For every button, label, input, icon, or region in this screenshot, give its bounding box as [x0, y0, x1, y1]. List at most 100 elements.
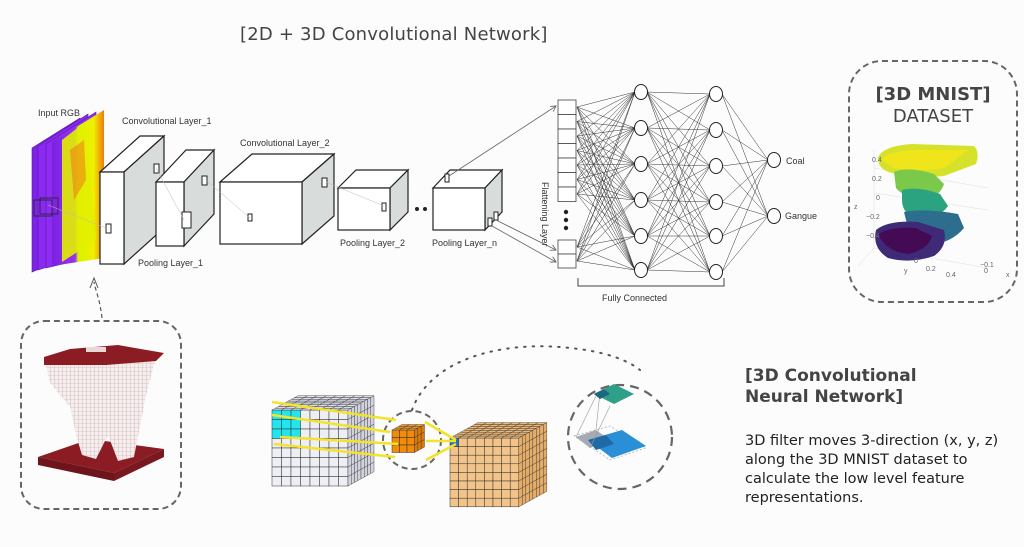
conv-layer-1-block	[98, 134, 166, 266]
y-tick: 0.4	[946, 272, 956, 279]
voxel-cell	[449, 454, 459, 465]
voxel-cell	[509, 437, 520, 447]
input-heat-hot	[70, 140, 86, 200]
voxel-cell	[501, 454, 511, 465]
voxel-cell-side	[351, 472, 355, 485]
voxel-cell	[501, 489, 511, 499]
flatten-cell	[557, 253, 577, 269]
flattening-layer	[557, 99, 577, 269]
conv-3d-illustration	[271, 345, 674, 508]
voxel-body	[44, 357, 156, 461]
fc-edge	[576, 179, 636, 271]
fc-edge	[576, 91, 636, 122]
x-tick: −0.1	[980, 262, 994, 269]
voxel-cell	[501, 463, 511, 473]
y-tick: 0	[914, 258, 918, 265]
kernel-zoom-circle	[566, 383, 674, 491]
voxel-cell	[475, 489, 485, 499]
voxel-cell-side	[357, 469, 362, 481]
voxel-cell	[501, 497, 511, 508]
flatten-ellipsis-dot	[563, 209, 569, 215]
voxel-cell	[484, 497, 494, 508]
label-input-rgb: Input RGB	[38, 108, 81, 118]
ellipsis-dot	[415, 207, 419, 211]
voxel-cell	[509, 489, 520, 499]
voxel-cell	[509, 480, 520, 490]
input-kernel-box	[33, 199, 53, 217]
voxel-cell	[458, 446, 468, 456]
voxel-cell-side	[518, 495, 523, 508]
voxel-cell-side	[364, 465, 368, 478]
voxel-cell	[328, 428, 339, 439]
voxel-cell-side	[536, 486, 540, 498]
voxel-cell-side	[354, 470, 358, 483]
fc-neuron	[709, 194, 723, 210]
voxel-cell	[484, 480, 494, 490]
voxel-cell	[484, 472, 494, 482]
z-axis-label: z	[854, 204, 858, 211]
fc-edge	[721, 159, 769, 167]
voxel-cell	[492, 454, 502, 465]
fc-connections	[576, 91, 769, 273]
voxel-cell-side	[414, 442, 419, 453]
voxel-cell	[449, 463, 459, 473]
voxel-cell	[271, 457, 282, 468]
voxel-cell	[406, 444, 415, 453]
fc-edge	[576, 199, 636, 262]
voxel-cell	[300, 457, 311, 468]
voxel-cell	[475, 454, 485, 465]
arrow-to-flatten	[495, 219, 556, 250]
voxel-cell	[338, 476, 349, 487]
voxel-cell	[309, 409, 320, 420]
fc-edge	[646, 235, 711, 273]
ellipsis-dot	[423, 207, 427, 211]
voxel-cell	[300, 466, 311, 477]
voxel-cell	[300, 476, 311, 487]
fc-neuron	[634, 262, 648, 278]
fc-edge	[576, 127, 636, 180]
voxel-cell-side	[347, 474, 352, 487]
dashed-connector	[93, 281, 103, 319]
mnist-panel-title: [3D MNIST] DATASET	[848, 84, 1018, 128]
voxel-cell	[449, 497, 459, 508]
label-pooling-layer-1: Pooling Layer_1	[138, 258, 204, 268]
z-tick: 0.4	[872, 157, 882, 164]
voxel-cell	[458, 472, 468, 482]
fc-edge	[646, 91, 711, 237]
fc-edge	[721, 215, 769, 237]
fc-nodes	[634, 84, 781, 280]
voxel-cell	[509, 497, 520, 508]
voxel-cell	[319, 409, 330, 420]
voxel-cell	[328, 457, 339, 468]
label-output-gangue: Gangue	[785, 211, 818, 221]
fc-neuron	[709, 228, 723, 244]
voxel-cell	[466, 472, 477, 482]
fc-neuron	[634, 156, 648, 172]
voxel-cell-side	[522, 494, 526, 506]
fc-edge	[576, 91, 636, 180]
mnist-digit-voxels	[875, 144, 978, 261]
fc-edge	[576, 163, 636, 262]
fc-edge	[576, 193, 636, 201]
voxel-cell	[338, 457, 349, 468]
voxel-top	[44, 345, 164, 365]
flatten-cell	[557, 157, 577, 173]
voxel-cell	[475, 480, 485, 490]
fc-edge	[576, 260, 636, 271]
voxel-cell	[300, 447, 311, 458]
voxel-cell	[399, 437, 408, 446]
x-axis-label: x	[1006, 272, 1010, 279]
voxel-cell	[309, 466, 320, 477]
fc-neuron	[634, 192, 648, 208]
fc-edge	[646, 269, 711, 273]
voxel-cell	[309, 457, 320, 468]
voxel-cell	[466, 437, 477, 447]
voxel-cell	[509, 472, 520, 482]
z-tick: −0.4	[866, 233, 880, 240]
voxel-cell	[466, 480, 477, 490]
voxel-cell	[399, 429, 408, 438]
voxel-cell	[458, 463, 468, 473]
voxel-cell	[449, 480, 459, 490]
voxel-cell	[458, 437, 468, 447]
voxel-cell	[399, 444, 408, 453]
